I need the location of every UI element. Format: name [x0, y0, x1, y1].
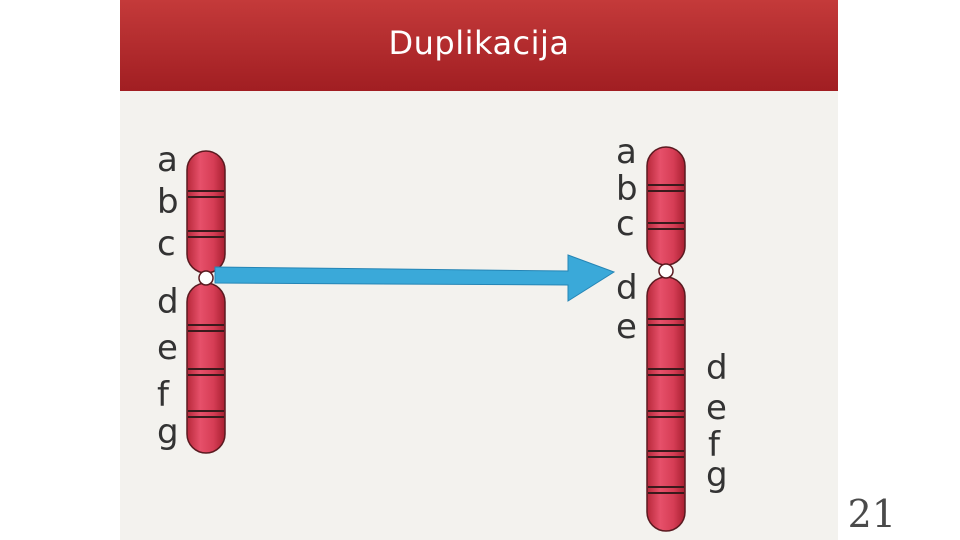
right-chromosome: [646, 146, 686, 532]
left-chromosome: [186, 150, 226, 454]
right-chromosome-bands: [648, 184, 684, 494]
left-label-d: d: [157, 282, 179, 322]
left-label-f: f: [157, 375, 170, 415]
left-chromosome-upper-arm: [186, 150, 226, 274]
diagram-canvas: a b c d e f g: [157, 132, 728, 532]
side-label-d: d: [706, 348, 728, 388]
side-label-g: g: [706, 455, 728, 495]
right-label-a: a: [616, 132, 637, 172]
slide-number: 21: [847, 492, 896, 536]
left-chromosome-bands: [188, 190, 224, 418]
right-label-b: b: [616, 169, 638, 209]
right-centromere: [658, 263, 674, 279]
right-chromosome-upper-arm: [646, 146, 686, 266]
side-label-f: f: [708, 425, 721, 465]
arrow-right-icon: [214, 254, 616, 302]
right-label-e: e: [616, 307, 637, 347]
left-centromere: [198, 270, 214, 286]
left-label-e: e: [157, 328, 178, 368]
left-label-a: a: [157, 140, 178, 180]
title-bar: Duplikacija: [120, 0, 838, 91]
right-label-c: c: [616, 204, 635, 244]
slide-title: Duplikacija: [388, 23, 570, 62]
left-label-g: g: [157, 412, 179, 452]
left-label-c: c: [157, 224, 176, 264]
duplication-diagram: a b c d e f g: [120, 91, 838, 540]
right-label-d: d: [616, 268, 638, 308]
side-label-e: e: [706, 388, 727, 428]
left-label-b: b: [157, 182, 179, 222]
